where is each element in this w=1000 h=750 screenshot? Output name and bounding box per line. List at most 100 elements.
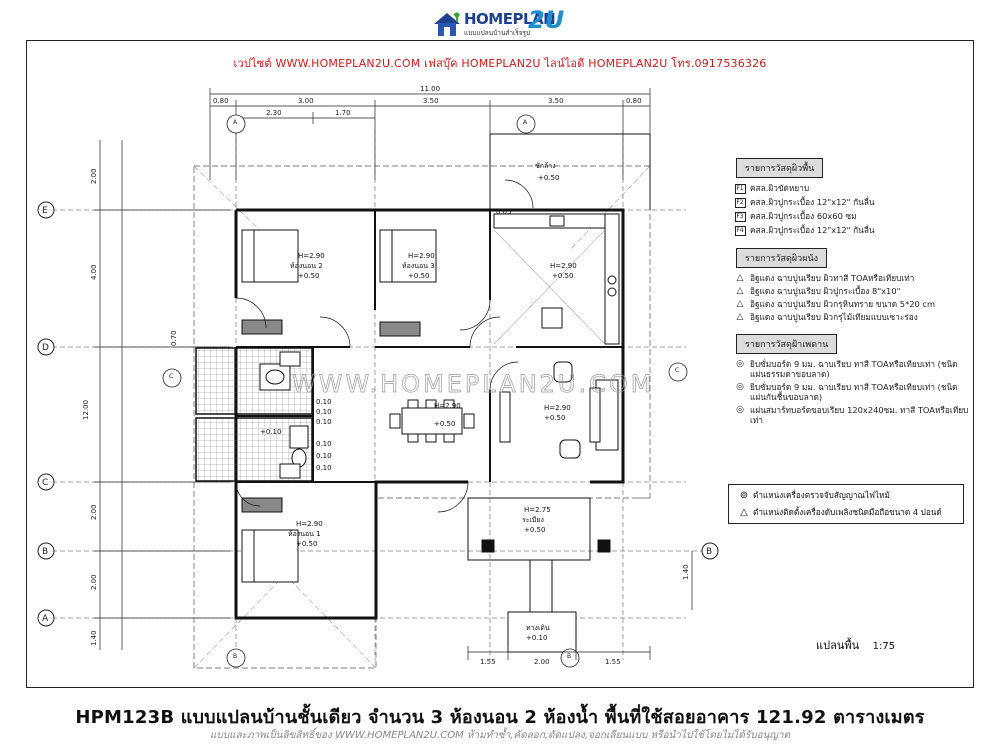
dim-overall: 11.00 <box>420 85 440 93</box>
triangle-icon: △ <box>736 273 744 283</box>
floor-symbol-icon: F1 <box>734 184 746 194</box>
dim-top-7: 1.70 <box>335 109 351 117</box>
dim-top-1: 0.80 <box>213 97 229 105</box>
room-bed1-level: +0.50 <box>296 540 317 548</box>
room-kitchen-ceiling: H=2.90 <box>550 262 577 270</box>
dim-bottom-2: 2.00 <box>534 658 550 666</box>
room-dining-level: +0.50 <box>434 420 455 428</box>
house-logo-icon <box>434 12 460 36</box>
room-bed3-ceiling: H=2.90 <box>408 252 435 260</box>
room-walkway-name: ทางเดิน <box>526 624 550 632</box>
legend-ceiling-title: รายการวัสดุฝ้าเพดาน <box>736 334 838 354</box>
interior-walls <box>236 210 623 483</box>
level-note-6: 0.10 <box>316 452 332 460</box>
drawing-frame <box>26 40 974 688</box>
copyright-footer: แบบและภาพเป็นลิขสิทธิ์ของ WWW.HOMEPLAN2U… <box>209 730 791 741</box>
dining-table <box>389 399 475 443</box>
legend-floor-text: คสล.ผิวปูกระเบื้อง 12"x12" กันลื่น <box>750 197 875 207</box>
room-walkway-level: +0.10 <box>526 634 547 642</box>
level-note-4: 0.10 <box>316 418 332 426</box>
legend-ceiling-row: ◎ แผ่นสมาร์ทบอร์ดขอบเรียบ 120x240ซม. ทาส… <box>730 405 970 425</box>
logo-tagline: แบบแปลนบ้านสำเร็จรูป <box>464 29 531 37</box>
triangle-icon: △ <box>736 299 744 309</box>
floor-symbol-icon: F4 <box>734 226 746 236</box>
floor-plan: 11.00 0.80 3.00 3.50 3.50 0.80 2.30 1.70… <box>37 85 719 669</box>
section-c-right: C <box>675 367 679 374</box>
dim-top-6: 2.30 <box>266 109 282 117</box>
room-living-level: +0.50 <box>544 414 565 422</box>
legend: รายการวัสดุผิวพื้น F1 คสล.ผิวขัดหยาบ F2 … <box>730 158 970 428</box>
legend-ceiling-row: ◎ ยิบซั่มบอร์ด 9 มม. ฉาบเรียบ ทาสี TOAหร… <box>730 382 970 402</box>
level-note-1: 0.05 <box>496 208 512 216</box>
legend-ceiling-text: แผ่นสมาร์ทบอร์ดขอบเรียบ 120x240ซม. ทาสี … <box>750 405 969 425</box>
kitchen-diagonals <box>493 229 606 345</box>
dim-bottom-1: 1.55 <box>480 658 496 666</box>
bed-2 <box>241 229 299 335</box>
dim-left-2: 4.00 <box>90 264 98 280</box>
floor-symbol-icon: F3 <box>734 212 746 222</box>
ceiling-symbol-icon: ◎ <box>736 359 744 369</box>
dim-left-5: 2.00 <box>90 504 98 520</box>
room-bed2-ceiling: H=2.90 <box>298 252 325 260</box>
logo-brand: HOMEPLAN <box>464 10 556 28</box>
dim-right-1: 1.40 <box>682 564 690 580</box>
section-c-left: C <box>169 373 173 380</box>
porch <box>467 497 611 653</box>
room-bed1-ceiling: H=2.90 <box>296 520 323 528</box>
note-text: ตำแหน่งติดตั้งเครื่องดับเพลิงชนิดมือถือข… <box>753 507 942 517</box>
dim-top-3: 3.50 <box>423 97 439 105</box>
section-a-top-left: A <box>233 119 238 126</box>
room-bed3-level: +0.50 <box>408 272 429 280</box>
legend-floor-row: F2 คสล.ผิวปูกระเบื้อง 12"x12" กันลื่น <box>730 197 970 208</box>
legend-floor-text: คสล.ผิวปูกระเบื้อง 12"x12" กันลื่น <box>750 225 875 235</box>
section-a-top-right: A <box>523 119 528 126</box>
dim-left-1: 2.00 <box>90 168 98 184</box>
floor-symbol-icon: F2 <box>734 198 746 208</box>
scale-value: 1:75 <box>872 641 896 652</box>
legend-floor-title: รายการวัสดุผิวพื้น <box>736 158 824 178</box>
room-bath-level: +0.10 <box>260 428 281 436</box>
fire-extinguisher-icon: △ <box>740 507 748 518</box>
dim-top-5: 0.80 <box>626 97 642 105</box>
room-living-ceiling: H=2.90 <box>544 404 571 412</box>
room-bed2-name: ห้องนอน 2 <box>290 262 323 270</box>
website-line: เวปไซต์ WWW.HOMEPLAN2U.COM เฟสบุ๊ค HOMEP… <box>233 57 767 70</box>
scale-label: แปลนพื้น <box>816 639 860 652</box>
smoke-detector-icon: ⊚ <box>739 490 749 501</box>
door-swings <box>235 179 534 513</box>
legend-floor-row: F3 คสล.ผิวปูกระเบื้อง 60x60 ซม <box>730 211 970 222</box>
legend-floor-text: คสล.ผิวปูกระเบื้อง 60x60 ซม <box>750 211 857 221</box>
symbol-notes: ⊚ ตำแหน่งเครื่องตรวจจับสัญญาณไฟไหม้ △ ตำ… <box>728 484 964 524</box>
ceiling-symbol-icon: ◎ <box>736 382 744 392</box>
room-laundry-level: +0.50 <box>538 174 559 182</box>
dim-left-6: 2.00 <box>90 574 98 590</box>
legend-ceiling-text: ยิบซั่มบอร์ด 9 มม. ฉาบเรียบ ทาสี TOAหรือ… <box>750 382 958 402</box>
level-note-2: 0.10 <box>316 398 332 406</box>
dim-left-4: 12.00 <box>82 400 90 420</box>
bed-1 <box>241 497 299 583</box>
legend-wall-text: อิฐแดง ฉาบปูนเรียบ ผิวปูกระเบื้อง 8"x10" <box>750 286 901 296</box>
triangle-icon: △ <box>736 312 744 322</box>
dim-left-3: 0.70 <box>170 330 178 346</box>
dim-left-7: 1.40 <box>90 630 98 646</box>
grid-label-a: A <box>42 614 49 624</box>
legend-ceiling-row: ◎ ยิบซั่มบอร์ด 9 มม. ฉาบเรียบ ทาสี TOAหร… <box>730 359 970 379</box>
note-row: ⊚ ตำแหน่งเครื่องตรวจจับสัญญาณไฟไหม้ <box>735 489 957 502</box>
bed-3 <box>379 229 437 337</box>
legend-wall-text: อิฐแดง ฉาบปูนเรียบ ผิวทาสี TOAหรือเทียบเ… <box>750 273 915 283</box>
room-labels: ซักล้าง +0.50 H=2.90 ห้องนอน 2 +0.50 H=2… <box>260 162 577 642</box>
note-text: ตำแหน่งเครื่องตรวจจับสัญญาณไฟไหม้ <box>753 490 890 500</box>
legend-floor-text: คสล.ผิวขัดหยาบ <box>750 183 810 193</box>
ceiling-symbol-icon: ◎ <box>736 405 744 415</box>
legend-floor-row: F1 คสล.ผิวขัดหยาบ <box>730 183 970 194</box>
section-markers: A A C C B B <box>162 114 688 668</box>
room-bed3-name: ห้องนอน 3 <box>402 262 435 270</box>
room-kitchen-level: +0.50 <box>552 272 573 280</box>
laundry-yard <box>489 133 651 210</box>
level-note-5: 0.10 <box>316 440 332 448</box>
living-furniture <box>499 361 619 459</box>
legend-floor-row: F4 คสล.ผิวปูกระเบื้อง 12"x12" กันลื่น <box>730 225 970 236</box>
legend-wall-title: รายการวัสดุผิวผนัง <box>736 248 828 268</box>
bathroom-fixtures <box>259 351 309 479</box>
